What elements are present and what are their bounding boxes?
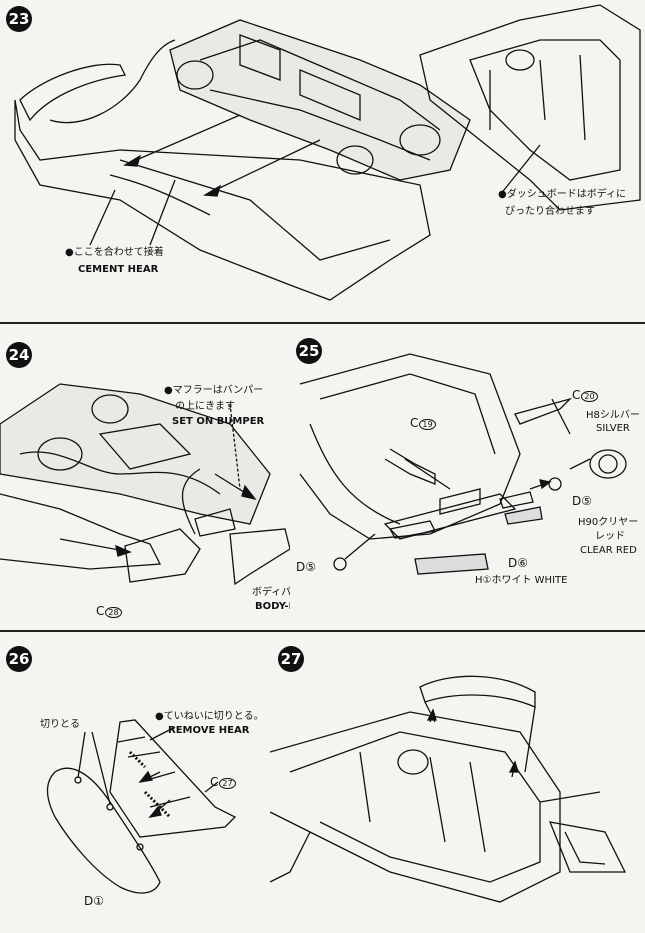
dashboard-note-line-1: ●ダッシュボードはボディに — [498, 189, 627, 200]
h8-silver-jp: H8シルバー — [586, 410, 640, 421]
muffler-note-line-2: の上にきます — [175, 401, 235, 412]
h90-clear-red-jp-1: H90クリヤー — [578, 517, 639, 528]
step-divider — [0, 630, 645, 632]
cement-note-jp: ●ここを合わせて接着 — [65, 247, 164, 258]
dashboard-note-line-2: ぴったり合わせます — [505, 206, 595, 217]
remove-note-en: REMOVE HEAR — [168, 725, 250, 736]
part-d6: D⑥ — [508, 556, 528, 570]
step-number-23: 23 — [6, 6, 32, 32]
step-number-25: 25 — [296, 338, 322, 364]
part-d1: D① — [84, 894, 104, 908]
step-24-panel: 24 ●マフラーはバンパー の上にきます SET ON BUMPER ボディパー… — [0, 324, 290, 630]
h1-white-label: H①ホワイト WHITE — [475, 575, 568, 586]
h90-clear-red-en: CLEAR RED — [580, 545, 637, 556]
step-divider — [0, 322, 645, 324]
body-parts-jp: ボディパーツ — [252, 587, 290, 598]
step-number-24: 24 — [6, 342, 32, 368]
remove-note-jp: ●ていねいに切りとる。 — [155, 711, 264, 722]
part-d5-right: D⑤ — [572, 494, 592, 508]
muffler-note-en: SET ON BUMPER — [172, 416, 265, 427]
step-24-drawing — [0, 383, 290, 586]
step-25-drawing — [299, 353, 627, 575]
cut-off-note: 切りとる — [40, 719, 80, 730]
step-27-panel: 27 — [270, 632, 645, 933]
cement-note-en: CEMENT HEAR — [78, 264, 159, 275]
step-26-drawing — [46, 719, 237, 894]
step-number-27: 27 — [278, 646, 304, 672]
step-27-drawing — [270, 675, 627, 903]
step-23-drawing — [14, 4, 641, 301]
h8-silver-en: SILVER — [596, 423, 630, 434]
step-number-26: 26 — [6, 646, 32, 672]
muffler-note-line-1: ●マフラーはバンパー — [164, 385, 264, 396]
part-d5-left: D⑤ — [296, 560, 316, 574]
h90-clear-red-jp-2: レッド — [595, 531, 625, 542]
body-parts-en: BODY-PARTS — [255, 601, 290, 612]
step-23-panel: 23 ●ここを合わせて接着 CEMENT HEAR ●ダッシュボードはボディに … — [0, 0, 645, 322]
